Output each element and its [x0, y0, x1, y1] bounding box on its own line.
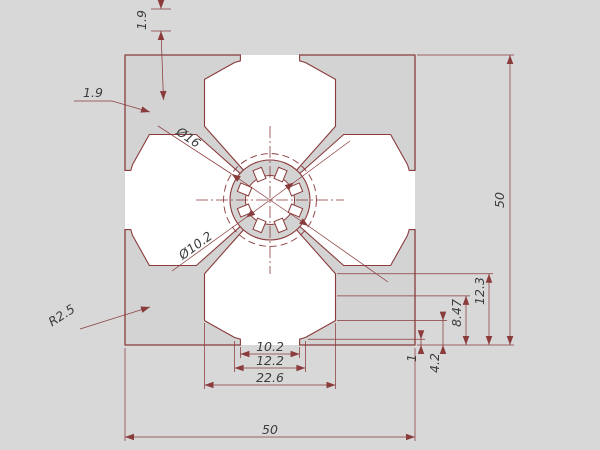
dim-slot-throat: 12.2	[234, 341, 306, 372]
dim-label-slot-opening: 10.2	[256, 339, 284, 354]
diameter-line	[245, 199, 271, 218]
extension-line	[417, 54, 514, 346]
dim-cavity-mid-depth: 8.47	[337, 295, 470, 345]
extension-line	[124, 348, 416, 441]
dim-top-lip: 1.9	[134, 0, 171, 101]
dim-lip-step-depth: 1	[308, 330, 425, 362]
dim-slot-depth: 12.3	[337, 273, 493, 345]
dim-label-cavity-mid-depth: 8.47	[449, 299, 464, 327]
dim-label-slot-depth: 12.3	[472, 277, 487, 305]
leader-line	[74, 100, 151, 113]
bore-tooth	[273, 217, 288, 234]
dim-cavity-width: 22.6	[204, 323, 336, 389]
leader-line	[79, 306, 151, 330]
dim-label-lip-inner-depth: 4.2	[427, 353, 442, 373]
bore-tooth	[252, 166, 267, 183]
dim-overall-width: 50	[124, 348, 416, 441]
bore-tooth	[287, 203, 304, 218]
dim-label-lip-step-depth: 1	[404, 354, 419, 362]
dim-overall-height: 50	[417, 54, 514, 346]
diameter-line	[231, 173, 271, 201]
dim-label-top-lip: 1.9	[134, 10, 149, 30]
leader-tail	[308, 225, 389, 283]
extension-line	[204, 323, 336, 389]
dim-label-overall-width: 50	[262, 422, 278, 437]
dim-label-cavity-width: 22.6	[256, 370, 284, 385]
leader-tail	[171, 217, 247, 272]
dim-label-overall-height: 50	[492, 192, 507, 208]
diameter-line	[269, 199, 309, 227]
dim-lip-inner-depth: 4.2	[337, 311, 447, 373]
bore-tooth	[273, 166, 288, 183]
leader-tail	[293, 140, 351, 183]
bore-tooth	[252, 217, 267, 234]
leader-line	[159, 30, 167, 101]
dim-left-lip: 1.9	[74, 85, 151, 113]
diameter-line	[269, 182, 295, 201]
leader-tail	[157, 125, 232, 175]
dim-label-left-lip: 1.9	[83, 85, 103, 100]
dim-slot-opening: 10.2	[240, 339, 300, 358]
dim-label-slot-throat: 12.2	[256, 353, 284, 368]
bore-tooth	[236, 182, 253, 197]
profile-outline	[124, 54, 416, 346]
